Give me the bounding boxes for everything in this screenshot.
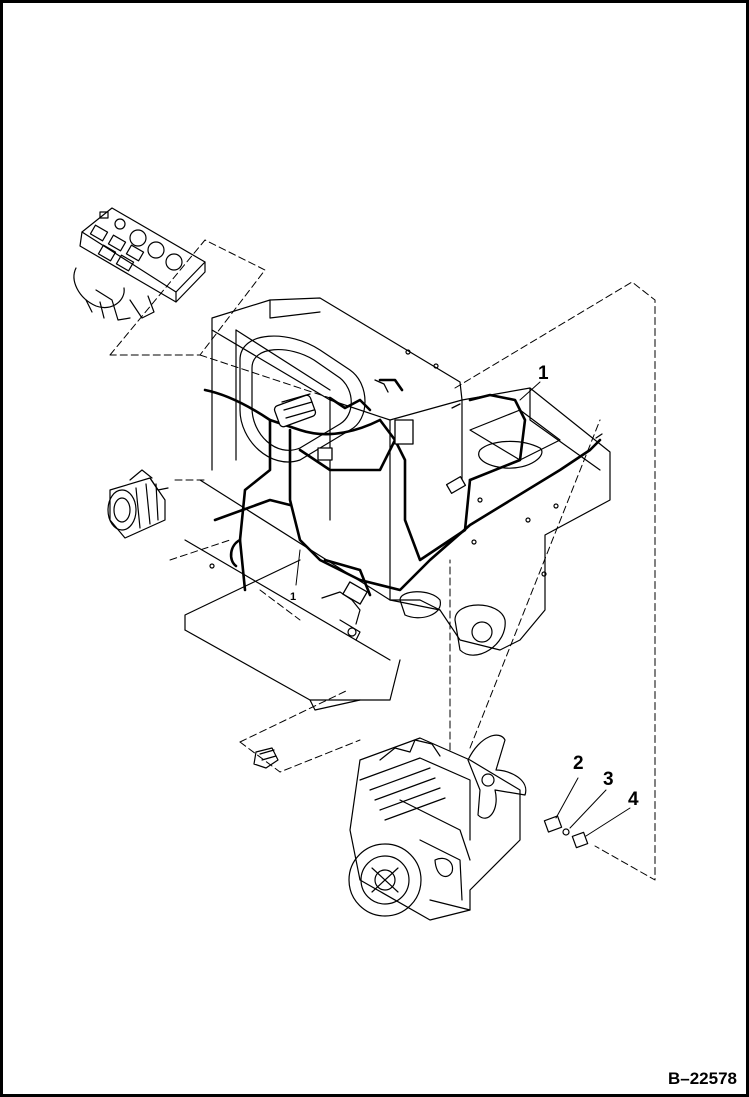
engine bbox=[348, 734, 527, 921]
callout-2: 2 bbox=[573, 753, 584, 774]
callout-1-top: 1 bbox=[538, 363, 549, 384]
instrument-panel bbox=[73, 207, 206, 321]
harness-connectors bbox=[273, 379, 603, 605]
dashed-assembly-lines bbox=[109, 239, 656, 881]
callout-leaders bbox=[295, 381, 631, 837]
callout-4: 4 bbox=[628, 789, 639, 810]
starter-motor bbox=[107, 469, 169, 539]
fittings bbox=[543, 815, 589, 849]
machine-frame bbox=[184, 297, 611, 711]
callout-3: 3 bbox=[603, 769, 614, 790]
callout-1-left: 1 bbox=[290, 591, 297, 603]
figure-id-label: B–22578 bbox=[667, 1069, 737, 1088]
sensor-switch bbox=[321, 591, 361, 641]
sender-switch bbox=[253, 747, 279, 769]
